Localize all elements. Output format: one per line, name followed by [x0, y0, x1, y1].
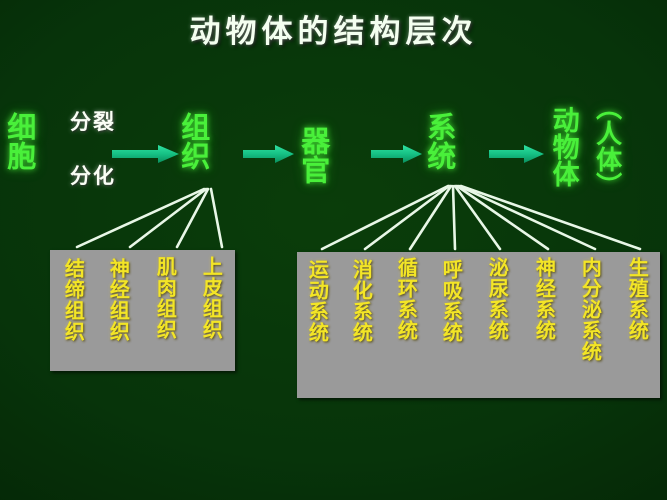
- tissue-item[interactable]: 神经组织: [106, 258, 131, 342]
- tissue-item[interactable]: 结缔组织: [61, 258, 86, 342]
- arrow-organ-to-system: [371, 145, 422, 163]
- system-types-box: [297, 252, 660, 398]
- system-item[interactable]: 呼吸系统: [439, 259, 464, 343]
- system-item[interactable]: 内分泌系统: [578, 257, 603, 362]
- page-title: 动物体的结构层次: [189, 14, 478, 50]
- arrow-system-to-body: [489, 145, 544, 163]
- node-tissue[interactable]: 组织: [176, 112, 211, 170]
- label-cell-differentiation: 分化: [70, 163, 116, 188]
- system-item[interactable]: 生殖系统: [625, 257, 650, 341]
- tissue-types-box: [50, 250, 235, 371]
- node-system[interactable]: 系统: [422, 112, 457, 170]
- node-organ[interactable]: 器官: [296, 126, 331, 184]
- tissue-item[interactable]: 上皮组织: [199, 256, 224, 340]
- system-item[interactable]: 运动系统: [305, 259, 330, 343]
- arrow-tissue-to-organ: [243, 145, 294, 163]
- node-animal-body[interactable]: 动物体: [547, 105, 579, 187]
- system-item[interactable]: 神经系统: [532, 257, 557, 341]
- system-item[interactable]: 循环系统: [394, 257, 419, 341]
- system-item[interactable]: 消化系统: [349, 259, 374, 343]
- node-human-body[interactable]: （人体）: [591, 94, 622, 198]
- label-cell-division: 分裂: [70, 109, 116, 134]
- system-item[interactable]: 泌尿系统: [485, 257, 510, 341]
- node-cell[interactable]: 细胞: [2, 112, 37, 170]
- tissue-item[interactable]: 肌肉组织: [153, 256, 178, 340]
- arrow-cell-to-tissue: [112, 145, 179, 163]
